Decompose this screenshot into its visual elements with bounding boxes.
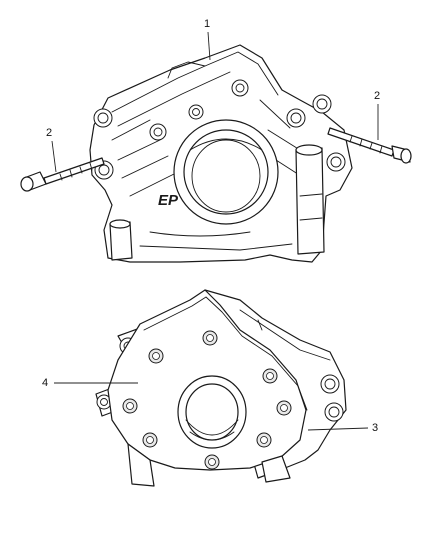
callout-3: 3 [307,422,378,434]
bolt-left [20,157,105,192]
callout-2-right: 2 [374,90,380,140]
callout-label-2-right: 2 [374,90,380,102]
callout-2-left: 2 [46,127,57,173]
callout-label-3: 3 [372,422,378,434]
callout-label-1: 1 [204,18,210,30]
callout-label-2-left: 2 [46,127,52,139]
part-marking: EP [158,192,179,209]
pump-body-assembly [95,289,347,487]
callout-1: 1 [204,18,211,61]
callout-label-4: 4 [42,377,48,389]
oil-pump-assembly: EP [89,44,353,263]
callout-4: 4 [42,377,138,389]
bolt-right [327,127,412,164]
